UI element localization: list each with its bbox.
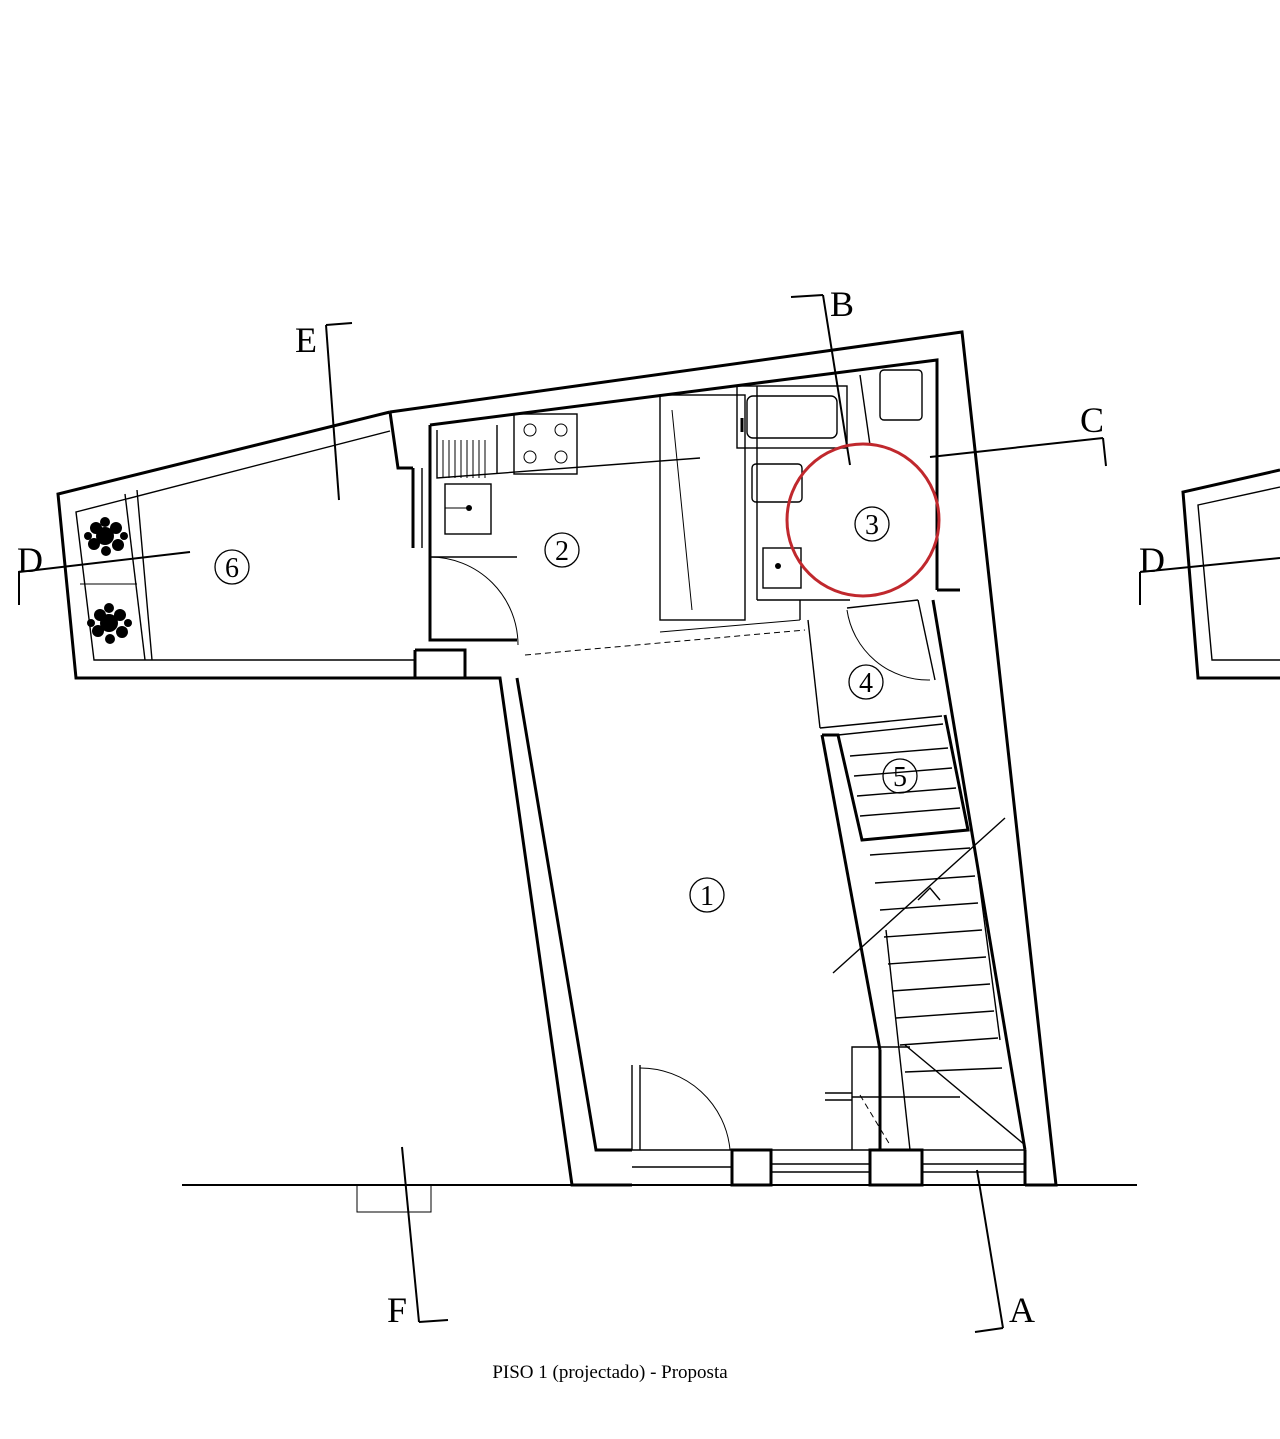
- room-label-1: 1: [700, 881, 714, 912]
- section-cut-e: [325, 322, 353, 501]
- room-label-4: 4: [859, 668, 873, 699]
- hall-door: [807, 599, 943, 729]
- kitchen-fixtures: [436, 394, 806, 656]
- section-letter-f: F: [387, 1290, 407, 1330]
- section-cut-d-left: [18, 551, 191, 605]
- section-letter-e: E: [295, 320, 317, 360]
- drawing-title: PISO 1 (projectado) - Proposta: [492, 1362, 728, 1383]
- kitchen-door: [429, 556, 519, 646]
- building-outer-walls: [388, 330, 1058, 1187]
- plant-symbol-bottom: [87, 603, 132, 644]
- bathroom-fixtures: [736, 369, 923, 601]
- staircase: [825, 817, 1026, 1151]
- storage-cupboard: [820, 714, 970, 1150]
- section-cut-f: [401, 1146, 449, 1323]
- terrace-outline: [56, 410, 415, 680]
- room-label-5: 5: [893, 762, 907, 793]
- section-letter-d-left: D: [17, 540, 43, 580]
- section-cut-b: [790, 294, 851, 466]
- plant-symbol-top: [84, 517, 128, 556]
- section-letter-d-right: D: [1139, 540, 1165, 580]
- front-facade: [632, 1148, 1025, 1187]
- entrance-door: [631, 1065, 731, 1151]
- room-label-2: 2: [555, 536, 569, 567]
- room-marker-1: 1: [689, 877, 725, 913]
- section-cut-d-right: [1139, 557, 1280, 605]
- room-marker-2: 2: [544, 532, 580, 568]
- room-label-3: 3: [865, 510, 879, 541]
- neighbour-building: [1181, 468, 1280, 680]
- section-letter-c: C: [1080, 400, 1104, 440]
- street-step: [356, 1184, 432, 1213]
- room-marker-3: 3: [854, 506, 890, 542]
- section-cut-a: [974, 1169, 1004, 1333]
- section-letter-b: B: [830, 284, 854, 324]
- room-label-6: 6: [225, 553, 239, 584]
- section-letter-a: A: [1009, 1290, 1035, 1330]
- highlight-circle: [785, 442, 941, 598]
- room-marker-5: 5: [882, 758, 918, 794]
- room-marker-6: 6: [214, 549, 250, 585]
- room-marker-4: 4: [848, 664, 884, 700]
- section-cut-c: [929, 437, 1107, 467]
